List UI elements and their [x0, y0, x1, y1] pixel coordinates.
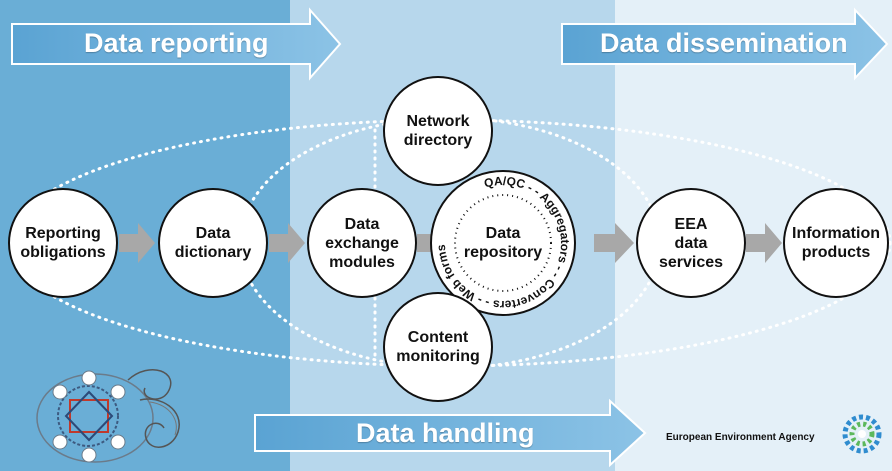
data-exchange-modules-label: Data exchange modules: [325, 215, 399, 271]
connector-arrow-5: [746, 223, 782, 263]
data-repository-outer-circle: [430, 170, 576, 316]
data-repository-inner-dotted-ring: [454, 194, 552, 292]
connector-arrow-4: [594, 223, 634, 263]
data-repository-node: Data repository: [463, 213, 543, 273]
eea-logo-icon: [842, 414, 882, 454]
connector-arrow-2: [269, 223, 305, 263]
data-handling-label: Data handling: [356, 418, 535, 448]
data-handling-arrow: [254, 398, 647, 468]
content-monitoring-label: Content monitoring: [396, 329, 480, 365]
eea-data-services-node: EEA data services: [636, 188, 746, 298]
data-repository-label: Data repository: [463, 225, 543, 261]
data-reporting-arrow: [11, 7, 342, 81]
information-products-label: Information products: [792, 225, 880, 261]
agency-name: European Environment Agency: [666, 432, 815, 443]
reporting-obligations-node: Reporting obligations: [8, 188, 118, 298]
connector-arrow-1: [119, 223, 155, 263]
network-directory-node: Network directory: [383, 76, 493, 186]
network-directory-label: Network directory: [403, 113, 473, 149]
data-reporting-label: Data reporting: [84, 28, 269, 58]
data-dissemination-label: Data dissemination: [600, 28, 848, 58]
data-dictionary-label: Data dictionary: [174, 225, 252, 261]
map-scroll-illustration-icon: [36, 369, 180, 463]
reporting-obligations-label: Reporting obligations: [20, 225, 106, 261]
data-exchange-modules-node: Data exchange modules: [307, 188, 417, 298]
eea-data-services-label: EEA data services: [658, 215, 724, 271]
data-dictionary-node: Data dictionary: [158, 188, 268, 298]
content-monitoring-node: Content monitoring: [383, 292, 493, 402]
information-products-node: Information products: [783, 188, 889, 298]
data-dissemination-arrow: [561, 7, 889, 81]
